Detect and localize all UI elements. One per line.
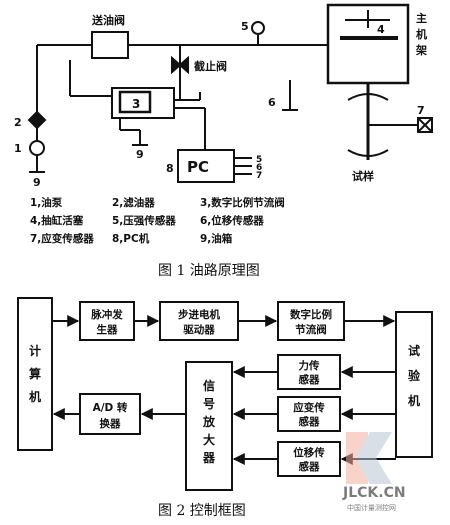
label-main-frame-3: 架 <box>415 43 427 57</box>
label-n5: 5 <box>241 20 249 33</box>
adc-label-1: A/D 转 <box>93 401 128 414</box>
figure1-labels: 送油阀 截止阀 主 机 架 PC 3 4 5 6 7 8 2 1 9 9 5 6… <box>14 11 427 279</box>
force-label-1: 力传 <box>299 359 320 372</box>
strain-label-1: 应变传 <box>293 401 325 414</box>
valve-label-2: 节流阀 <box>295 323 327 336</box>
filter-icon <box>27 110 47 130</box>
label-n6: 6 <box>268 96 276 109</box>
lower-grip <box>347 149 389 157</box>
label-pc-out-5: 5 <box>256 155 262 165</box>
test-label-1: 试 <box>408 343 420 358</box>
amp-label-4: 大 <box>203 432 215 447</box>
legend-1-2: 2,滤油器 <box>112 196 155 209</box>
computer-box <box>17 297 53 451</box>
stepper-label-1: 步进电机 <box>178 308 220 321</box>
amp-label-2: 号 <box>203 396 215 411</box>
pulse-label-1: 脉冲发 <box>90 308 123 321</box>
amp-label-5: 器 <box>202 451 216 465</box>
adc-box <box>79 393 141 435</box>
test-label-3: 机 <box>408 393 420 408</box>
legend-2-3: 6,位移传感器 <box>200 214 264 227</box>
label-main-frame-1: 主 <box>416 11 427 25</box>
pressure-sensor-icon <box>251 21 265 35</box>
strain-label-2: 感器 <box>299 415 320 428</box>
label-specimen: 试样 <box>352 169 374 183</box>
label-pc-out-6: 6 <box>256 163 262 173</box>
label-n2: 2 <box>14 116 22 129</box>
legend-2-1: 4,抽缸活塞 <box>30 214 84 227</box>
top-valve-box <box>91 31 129 59</box>
force-label-2: 感器 <box>299 373 320 386</box>
figure1-caption: 图 1 油路原理图 <box>158 263 260 279</box>
legend-3-1: 7,应变传感器 <box>30 232 94 245</box>
label-n1: 1 <box>14 142 22 155</box>
watermark-brand: JLCK.CN <box>342 485 406 501</box>
amp-label-1: 信 <box>203 378 215 393</box>
legend-1-3: 3,数字比例节流阀 <box>200 196 285 209</box>
figure1-oil-circuit <box>27 3 433 183</box>
strain-sensor-box2 <box>277 396 341 432</box>
test-machine-box <box>395 311 433 458</box>
displacement-sensor-box <box>277 441 341 477</box>
pump-icon <box>29 140 45 156</box>
watermark-sub: 中国计量测控网 <box>347 503 396 512</box>
label-n7: 7 <box>417 104 425 117</box>
disp-label-2: 感器 <box>299 460 320 473</box>
label-n8: 8 <box>166 162 174 175</box>
amp-label-3: 放 <box>202 414 216 429</box>
figure2-caption: 图 2 控制框图 <box>158 503 246 519</box>
pulse-label-2: 生器 <box>97 323 118 336</box>
upper-grip <box>347 93 389 101</box>
label-main-frame-2: 机 <box>416 27 427 41</box>
legend-2-2: 5,压强传感器 <box>112 214 176 227</box>
force-sensor-box <box>277 354 341 390</box>
stop-valve-icon <box>171 55 189 75</box>
figure2-control-diagram <box>17 297 433 491</box>
label-n9-pump: 9 <box>33 176 41 189</box>
computer-label-3: 机 <box>29 389 41 404</box>
legend-3-2: 8,PC机 <box>112 232 150 245</box>
computer-label-1: 计 <box>29 343 41 358</box>
label-n9-valve: 9 <box>136 148 144 161</box>
label-top-valve: 送油阀 <box>91 13 125 27</box>
label-stop-valve: 截止阀 <box>194 59 227 73</box>
stepper-label-2: 驱动器 <box>183 323 215 336</box>
test-label-2: 验 <box>408 368 421 383</box>
amplifier-box <box>185 361 233 491</box>
legend-3-3: 9,油箱 <box>200 232 233 245</box>
computer-label-2: 算 <box>29 366 41 381</box>
label-pc: PC <box>187 158 209 176</box>
label-n4: 4 <box>377 23 385 36</box>
valve-label-1: 数字比例 <box>289 308 332 321</box>
figure2-labels: 计 算 机 脉冲发 生器 步进电机 驱动器 数字比例 节流阀 试 验 机 A/D… <box>29 308 421 519</box>
label-pc-out-7: 7 <box>256 171 262 181</box>
valve3-inner <box>118 90 152 114</box>
legend-1-1: 1,油泵 <box>30 196 63 209</box>
adc-label-2: 换器 <box>100 417 121 430</box>
watermark-logo: JLCK.CN 中国计量测控网 <box>342 432 406 512</box>
label-n3: 3 <box>132 97 140 111</box>
disp-label-1: 位移传 <box>293 446 325 459</box>
